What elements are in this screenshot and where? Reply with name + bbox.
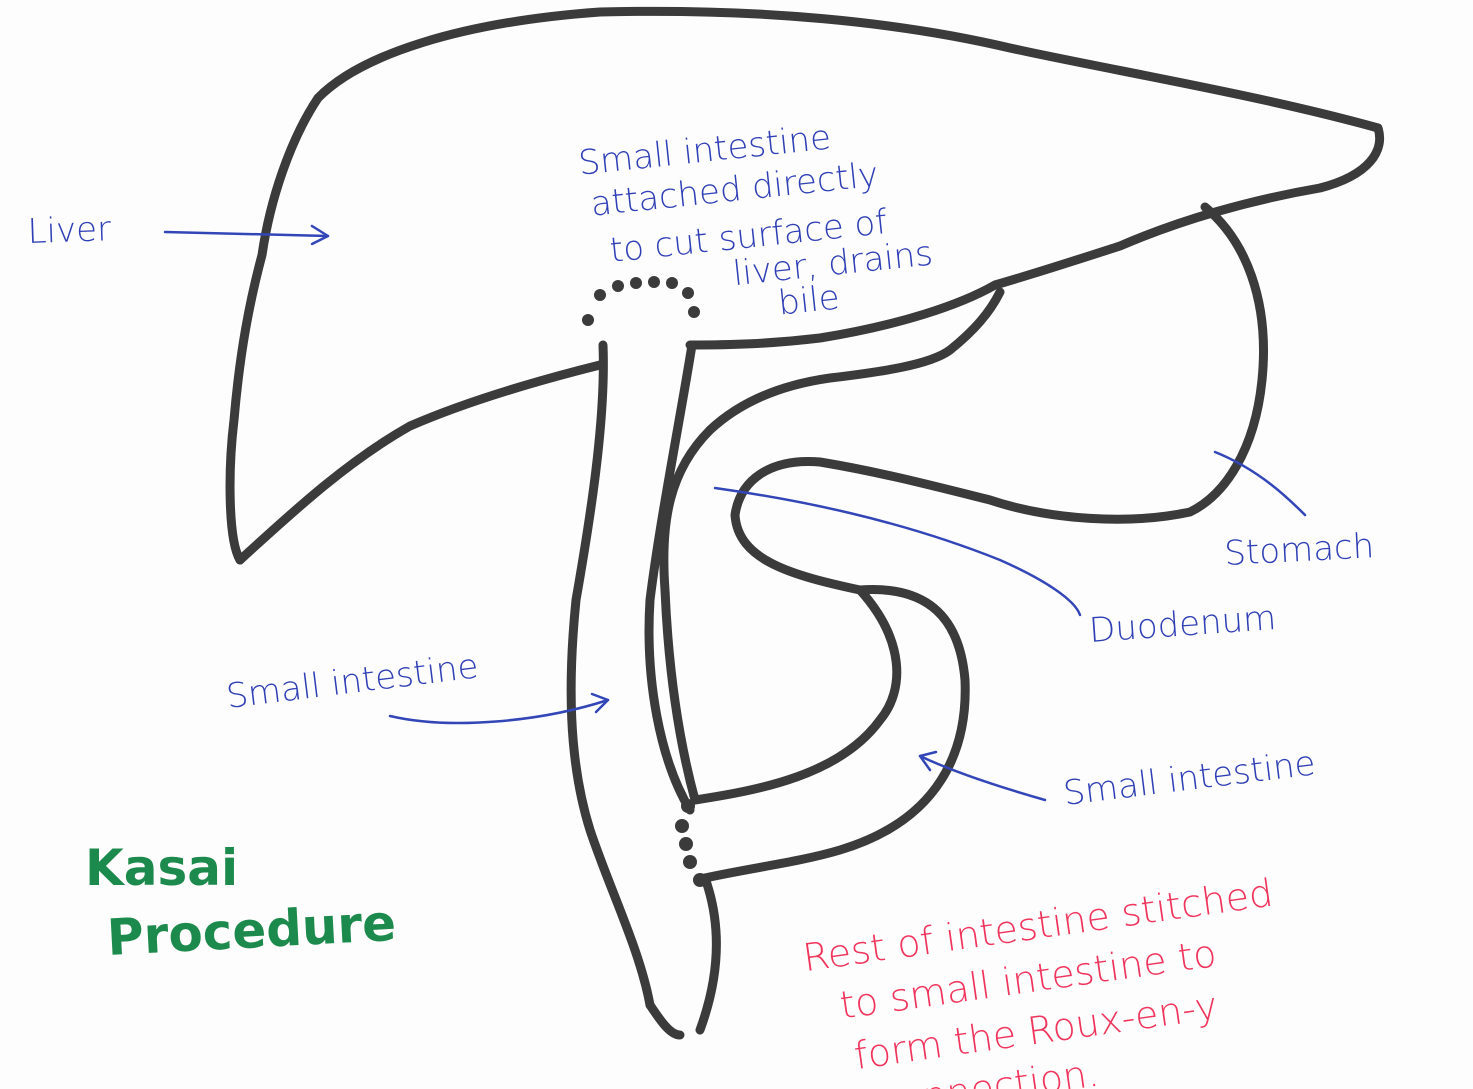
anastomosis-note: Small intestine attached directly to cut…	[577, 108, 939, 343]
liver-pointer	[165, 226, 328, 244]
roux-limb-left-wall	[571, 345, 650, 1005]
procedure-title: Kasai Procedure	[85, 839, 397, 967]
roux-en-y-stitches	[675, 799, 707, 887]
procedure-title-line-2: Procedure	[106, 894, 398, 967]
duodenum-label: Duodenum	[1088, 598, 1278, 651]
small-intestine-right-label: Small intestine	[1061, 743, 1317, 814]
duodenum-inner	[705, 590, 965, 878]
liver-label: Liver	[27, 209, 112, 252]
anastomosis-note-line-5: bile	[776, 277, 841, 323]
stomach-label: Stomach	[1223, 526, 1375, 574]
liver-anastomosis-stitches	[582, 276, 700, 326]
procedure-title-line-1: Kasai	[85, 839, 238, 897]
roux-en-y-note: Rest of intestine stitched to small inte…	[800, 871, 1297, 1089]
lower-intestine-outer	[650, 1005, 680, 1035]
duodenum-outer	[664, 430, 897, 800]
stomach-upper-edge	[710, 292, 1000, 430]
small-intestine-left-label: Small intestine	[224, 646, 480, 717]
liver-lower-edge	[240, 365, 600, 560]
lower-intestine-wall	[700, 878, 716, 1030]
